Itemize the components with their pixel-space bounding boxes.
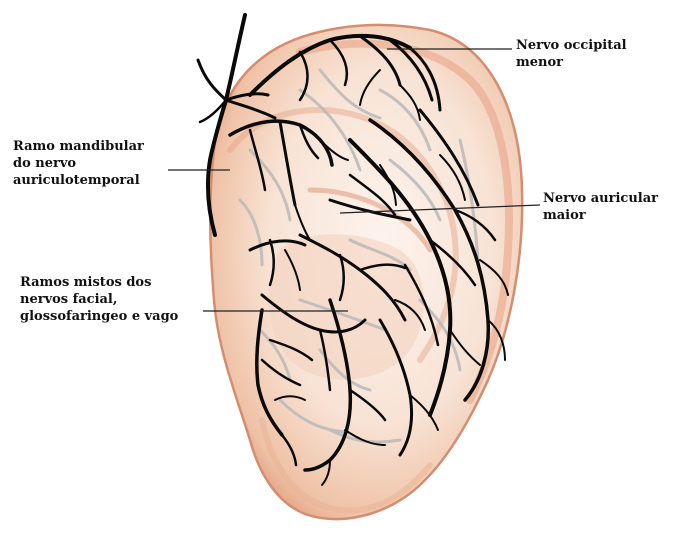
label-lesser-occipital-nerve: Nervo occipital menor: [516, 37, 627, 71]
ear-outline: [210, 25, 522, 519]
label-mandibular-line-1: Ramo mandibular: [13, 138, 144, 155]
label-mixed-line-3: glossofaringeo e vago: [20, 308, 178, 325]
label-mixed-line-2: nervos facial,: [20, 291, 178, 308]
label-mixed-line-1: Ramos mistos dos: [20, 274, 178, 291]
label-mixed-branches: Ramos mistos dos nervos facial, glossofa…: [20, 274, 178, 325]
label-great-auricular-nerve: Nervo auricular maior: [543, 190, 658, 224]
label-lesser-occipital-line-2: menor: [516, 54, 627, 71]
label-great-auricular-line-2: maior: [543, 207, 658, 224]
label-great-auricular-line-1: Nervo auricular: [543, 190, 658, 207]
label-mandibular-branch: Ramo mandibular do nervo auriculotempora…: [13, 138, 144, 189]
label-lesser-occipital-line-1: Nervo occipital: [516, 37, 627, 54]
label-mandibular-line-2: do nervo: [13, 155, 144, 172]
label-mandibular-line-3: auriculotemporal: [13, 172, 144, 189]
